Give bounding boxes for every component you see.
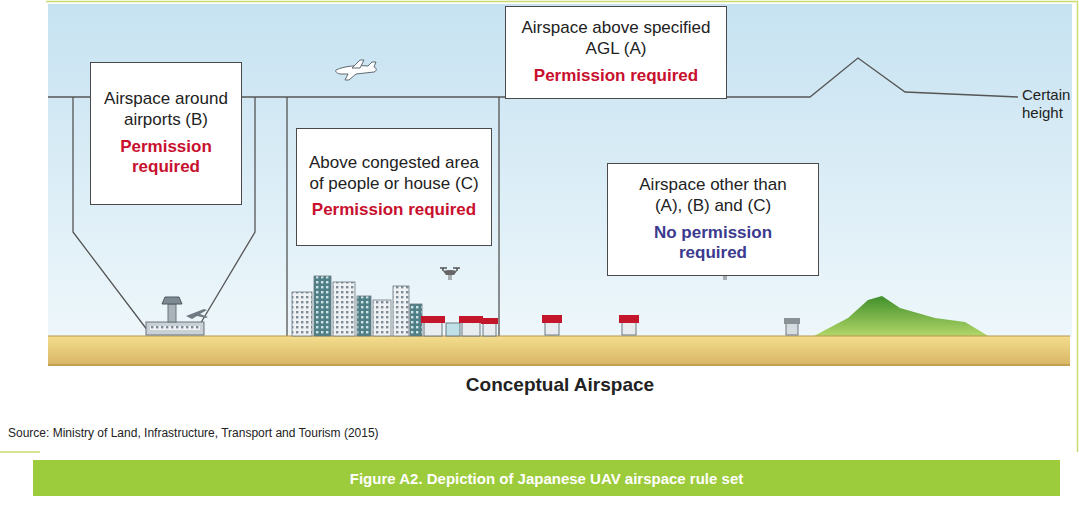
permission-status: Permission required	[312, 200, 476, 221]
airspace-box: Airspace around airports (B) Permission r…	[90, 62, 242, 205]
hill	[812, 296, 990, 337]
permission-status: No permission required	[628, 223, 798, 264]
zone-name: Above congested area of people or house …	[307, 153, 481, 194]
figure-caption: Figure A2. Depiction of Japanese UAV air…	[33, 460, 1060, 496]
airplane-icon	[336, 60, 377, 80]
airport-icon	[146, 297, 208, 335]
drone-icon	[440, 268, 460, 280]
city-buildings	[292, 276, 422, 336]
zone-name: Airspace around airports (B)	[101, 89, 231, 130]
airspace-box: Above congested area of people or house …	[296, 128, 492, 246]
frame-line	[0, 2, 1078, 453]
permission-status: Permission required	[534, 66, 698, 87]
diagram-subtitle: Conceptual Airspace	[410, 374, 710, 397]
congested-zone-outline	[287, 97, 499, 336]
house-icon	[421, 315, 800, 336]
height-label: Certain height	[1022, 86, 1074, 122]
airspace-box: Airspace above specified AGL (A) Permissi…	[505, 6, 727, 99]
sky	[48, 4, 1072, 338]
source-note: Source: Ministry of Land, Infrastructure…	[8, 426, 708, 440]
zone-name: Airspace other than (A), (B) and (C)	[628, 175, 798, 216]
zone-name: Airspace above specified AGL (A)	[516, 18, 716, 59]
airspace-box: Airspace other than (A), (B) and (C) No p…	[607, 163, 819, 276]
permission-status: Permission required	[101, 137, 231, 178]
ground	[48, 336, 1070, 366]
